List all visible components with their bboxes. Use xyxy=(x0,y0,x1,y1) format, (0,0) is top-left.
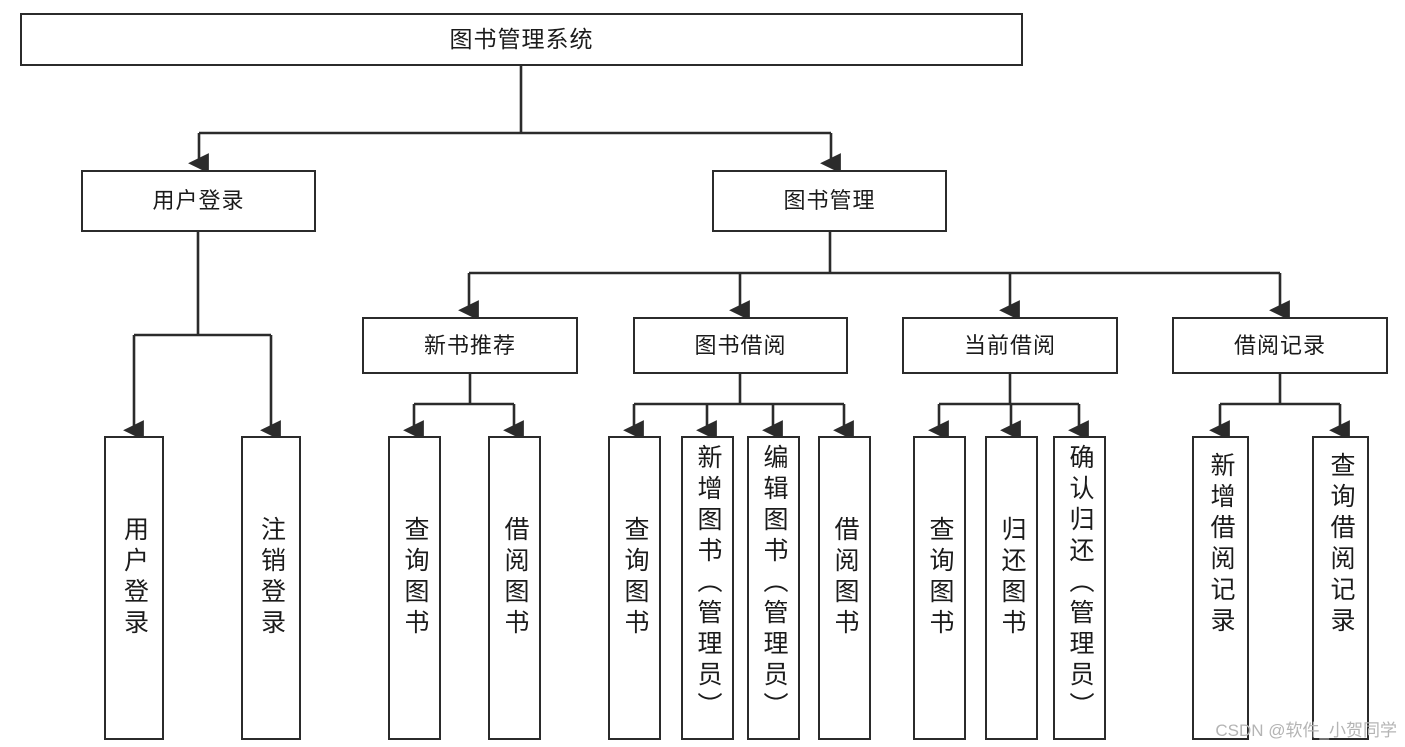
node-user-login-label: 用户登录 xyxy=(152,188,245,214)
node-leaf-edit-book-admin[interactable]: 编辑图书（管理员） xyxy=(747,436,800,740)
node-leaf-user-logout[interactable]: 注销登录 xyxy=(241,436,301,740)
node-new-book-recommend-label: 新书推荐 xyxy=(423,332,516,358)
node-leaf-return-book[interactable]: 归还图书 xyxy=(985,436,1038,740)
node-leaf-user-logout-label: 注销登录 xyxy=(257,516,286,640)
node-current-borrow[interactable]: 当前借阅 xyxy=(902,317,1118,374)
node-leaf-add-borrow-record-label: 新增借阅记录 xyxy=(1207,452,1235,638)
node-borrow-record[interactable]: 借阅记录 xyxy=(1172,317,1388,374)
node-leaf-query-borrow-record[interactable]: 查询借阅记录 xyxy=(1312,436,1369,740)
node-new-book-recommend[interactable]: 新书推荐 xyxy=(362,317,578,374)
node-user-login[interactable]: 用户登录 xyxy=(81,170,316,232)
node-leaf-borrow-book-recommend[interactable]: 借阅图书 xyxy=(488,436,541,740)
node-leaf-borrow-book-borrow[interactable]: 借阅图书 xyxy=(818,436,871,740)
node-leaf-query-book-borrow-label: 查询图书 xyxy=(621,516,649,640)
node-root-system[interactable]: 图书管理系统 xyxy=(20,13,1023,66)
node-current-borrow-label: 当前借阅 xyxy=(963,332,1056,358)
node-leaf-user-login-label: 用户登录 xyxy=(120,516,149,640)
node-leaf-borrow-book-borrow-label: 借阅图书 xyxy=(831,516,859,640)
node-leaf-query-book-current[interactable]: 查询图书 xyxy=(913,436,966,740)
node-leaf-query-book-current-label: 查询图书 xyxy=(926,516,954,640)
node-leaf-add-book-admin[interactable]: 新增图书（管理员） xyxy=(681,436,734,740)
node-leaf-confirm-return-admin-label: 确认归还（管理员） xyxy=(1066,444,1094,723)
node-leaf-query-book-borrow[interactable]: 查询图书 xyxy=(608,436,661,740)
node-leaf-borrow-book-recommend-label: 借阅图书 xyxy=(501,516,529,640)
node-book-management[interactable]: 图书管理 xyxy=(712,170,947,232)
node-leaf-edit-book-admin-label: 编辑图书（管理员） xyxy=(760,444,788,723)
node-leaf-return-book-label: 归还图书 xyxy=(998,516,1026,640)
node-leaf-confirm-return-admin[interactable]: 确认归还（管理员） xyxy=(1053,436,1106,740)
node-book-management-label: 图书管理 xyxy=(783,188,876,214)
csdn-watermark: CSDN @软件_小贺同学 xyxy=(1215,721,1397,740)
node-book-borrow[interactable]: 图书借阅 xyxy=(633,317,848,374)
node-leaf-add-book-admin-label: 新增图书（管理员） xyxy=(694,444,722,723)
node-leaf-user-login[interactable]: 用户登录 xyxy=(104,436,164,740)
node-leaf-query-borrow-record-label: 查询借阅记录 xyxy=(1327,452,1355,638)
node-book-borrow-label: 图书借阅 xyxy=(694,332,787,358)
node-leaf-query-book-recommend-label: 查询图书 xyxy=(401,516,429,640)
node-leaf-query-book-recommend[interactable]: 查询图书 xyxy=(388,436,441,740)
node-leaf-add-borrow-record[interactable]: 新增借阅记录 xyxy=(1192,436,1249,740)
node-root-system-label: 图书管理系统 xyxy=(449,26,594,53)
node-borrow-record-label: 借阅记录 xyxy=(1233,332,1326,358)
